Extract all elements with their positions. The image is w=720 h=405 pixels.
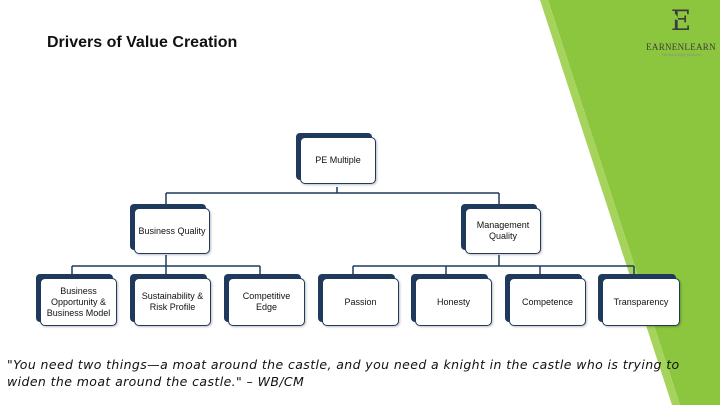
node-competence: Competence: [505, 274, 586, 326]
node-label: Business Opportunity & Business Model: [40, 278, 117, 326]
node-sustainability: Sustainability & Risk Profile: [130, 274, 211, 326]
root-node-pe-multiple: PE Multiple: [296, 133, 376, 184]
node-business-quality: Business Quality: [130, 204, 210, 254]
node-business-opportunity: Business Opportunity & Business Model: [36, 274, 117, 326]
node-label: Transparency: [602, 278, 680, 326]
logo-name: EARNENLEARN: [646, 42, 716, 52]
slide-title: Drivers of Value Creation: [47, 34, 238, 51]
node-transparency: Transparency: [598, 274, 680, 326]
node-label: Business Quality: [134, 208, 210, 254]
logo-letter: E: [670, 4, 692, 37]
node-label: Honesty: [415, 278, 492, 326]
node-label: Sustainability & Risk Profile: [134, 278, 211, 326]
node-label: Passion: [322, 278, 399, 326]
node-management-quality: Management Quality: [461, 204, 541, 254]
logo: E EARNENLEARN The knowledge platform: [646, 6, 716, 66]
node-label: PE Multiple: [300, 137, 376, 184]
node-label: Management Quality: [465, 208, 541, 254]
quote-text: "You need two things—a moat around the c…: [7, 357, 680, 389]
node-competitive-edge: Competitive Edge: [224, 274, 305, 326]
node-passion: Passion: [318, 274, 399, 326]
node-label: Competence: [509, 278, 586, 326]
node-label: Competitive Edge: [228, 278, 305, 326]
logo-tagline: The knowledge platform: [661, 52, 701, 57]
node-honesty: Honesty: [411, 274, 492, 326]
leaf-icon: [670, 12, 678, 20]
